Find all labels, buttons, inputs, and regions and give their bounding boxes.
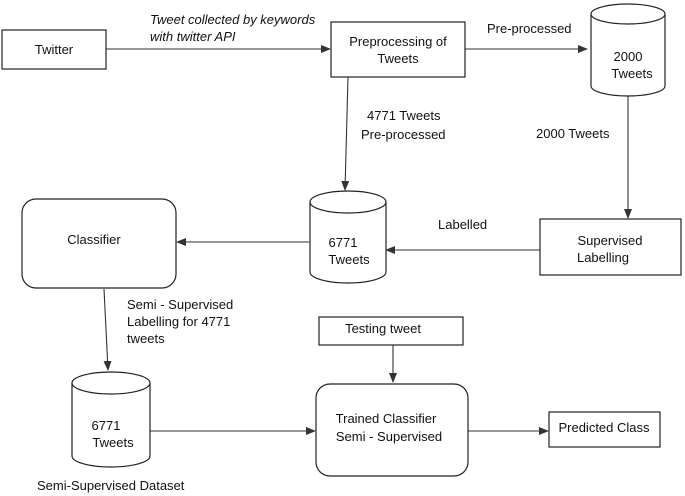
- preprocessing-node: Preprocessing of Tweets: [330, 21, 466, 78]
- db-2000-label-line1: 2000: [614, 49, 643, 64]
- db-2000-node: 2000 Tweets: [590, 3, 666, 97]
- label-dataset-caption: Semi-Supervised Dataset: [37, 478, 185, 493]
- label-semi-line1: Semi - Supervised: [127, 297, 233, 312]
- predicted-class-label: Predicted Class: [558, 420, 650, 435]
- label-count-2000: 2000 Tweets: [536, 126, 610, 141]
- trained-label-line2: Semi - Supervised: [336, 429, 442, 444]
- classifier-node: Classifier: [21, 198, 177, 289]
- label-preprocessed-top: Pre-processed: [487, 21, 572, 36]
- trained-classifier-node: Trained Classifier Semi - Supervised: [315, 383, 469, 477]
- label-collected-line2: with twitter API: [150, 29, 236, 44]
- predicted-class-node: Predicted Class: [548, 411, 661, 448]
- label-labelled: Labelled: [438, 217, 487, 232]
- db-6771-mid-label-line2: Tweets: [328, 252, 370, 267]
- supervised-label-line2: Labelling: [577, 250, 629, 265]
- label-semi-line3: tweets: [127, 331, 165, 346]
- supervised-label-line1: Supervised: [577, 233, 642, 248]
- edge-labels: Tweet collected by keywords with twitter…: [37, 12, 610, 493]
- db-6771-bottom-node: 6771 Tweets: [71, 371, 151, 468]
- label-collected-line1: Tweet collected by keywords: [150, 12, 316, 27]
- trained-label-line1: Trained Classifier: [336, 411, 437, 426]
- supervised-labelling-node: Supervised Labelling: [539, 218, 682, 276]
- edge-classifier-to-dataset: [103, 288, 112, 371]
- testing-tweet-node: Testing tweet: [318, 316, 464, 346]
- twitter-node: Twitter: [1, 29, 107, 70]
- label-preprocessed-mid: Pre-processed: [361, 127, 446, 142]
- db-6771-mid-label-line1: 6771: [329, 235, 358, 250]
- db-6771-mid-node: 6771 Tweets: [309, 190, 387, 284]
- db-6771-bottom-label-line1: 6771: [92, 418, 121, 433]
- edges: [103, 45, 632, 435]
- db-6771-bottom-label-line2: Tweets: [92, 435, 134, 450]
- twitter-label: Twitter: [35, 42, 74, 57]
- classifier-label: Classifier: [67, 232, 121, 247]
- preprocessing-label-line2: Tweets: [377, 51, 419, 66]
- testing-tweet-label: Testing tweet: [345, 321, 421, 336]
- label-count-4771: 4771 Tweets: [367, 108, 441, 123]
- db-2000-label-line2: Tweets: [611, 66, 653, 81]
- preprocessing-label-line1: Preprocessing of: [349, 34, 447, 49]
- edge-preprocessing-to-db6771: [341, 76, 350, 191]
- label-semi-line2: Labelling for 4771: [127, 314, 230, 329]
